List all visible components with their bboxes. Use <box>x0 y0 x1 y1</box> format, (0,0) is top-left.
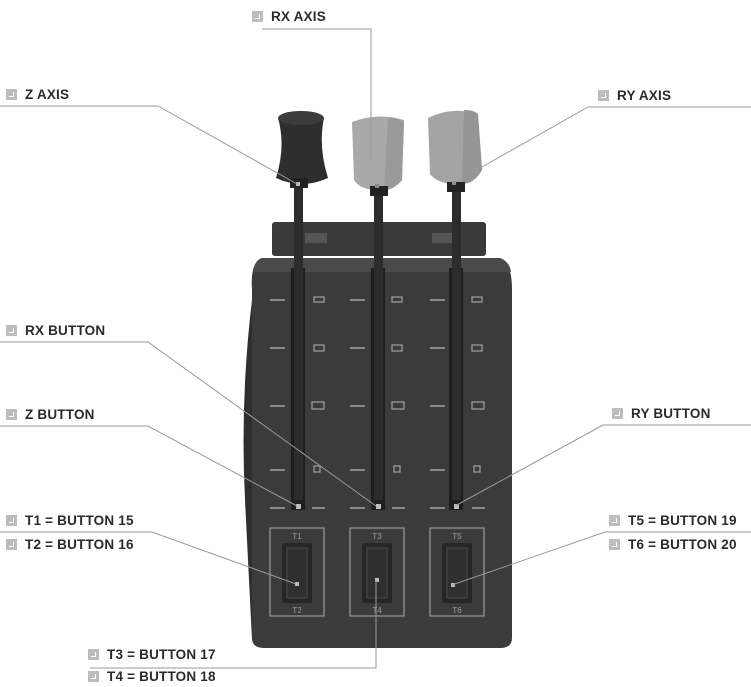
lever-handle-z[interactable] <box>276 113 328 184</box>
label-ry-button-text: RY BUTTON <box>631 406 711 421</box>
label-rx-button: RX BUTTON <box>6 323 105 338</box>
leader-rx-button <box>0 341 377 507</box>
lever-shaft-z <box>294 180 303 500</box>
label-rx-button-text: RX BUTTON <box>25 323 106 338</box>
rear-mount-notch-left <box>305 233 327 243</box>
lever-collar-rx <box>370 186 388 196</box>
arrow-icon <box>6 539 17 550</box>
toggle-rocker-t5-t6 <box>446 547 468 599</box>
leader-z-button <box>0 425 298 507</box>
rx-axis-indicator <box>375 184 379 188</box>
toggle-label-t2: T2 <box>292 606 302 615</box>
quadrant-body-side-shade <box>243 300 252 640</box>
toggle-label-t5: T5 <box>452 532 462 541</box>
leader-ry-axis <box>451 106 751 185</box>
toggle-dot-t1-t2 <box>295 582 299 586</box>
leader-t3-t4 <box>90 580 377 669</box>
label-t5-text: T5 = BUTTON 19 <box>628 513 737 528</box>
toggle-panel-2: T3 T4 <box>349 527 405 617</box>
leader-rx-axis <box>262 28 372 160</box>
ry-button-indicator[interactable] <box>454 504 459 509</box>
arrow-icon <box>88 649 99 660</box>
label-t3-text: T3 = BUTTON 17 <box>107 647 216 662</box>
label-t6: T6 = BUTTON 20 <box>609 537 737 552</box>
arrow-icon <box>6 515 17 526</box>
label-t2-text: T2 = BUTTON 16 <box>25 537 134 552</box>
arrow-icon <box>612 408 623 419</box>
arrow-icon <box>6 325 17 336</box>
lever-handle-z-top <box>278 111 324 125</box>
arrow-icon <box>609 515 620 526</box>
arrow-icon <box>6 409 17 420</box>
arrow-icon <box>88 671 99 682</box>
label-z-button: Z BUTTON <box>6 407 95 422</box>
z-axis-indicator <box>296 182 300 186</box>
arrow-icon <box>6 89 17 100</box>
leader-z-axis <box>0 105 298 185</box>
arrow-icon <box>609 539 620 550</box>
label-ry-button: RY BUTTON <box>612 406 711 421</box>
detent-marks <box>270 299 485 509</box>
toggle-panel-1: T1 T2 <box>269 527 325 617</box>
label-t4-text: T4 = BUTTON 18 <box>107 669 216 684</box>
rx-button-indicator[interactable] <box>376 504 381 509</box>
z-button-indicator[interactable] <box>296 504 301 509</box>
toggle-rocker-t3-t4 <box>366 547 388 599</box>
arrow-icon <box>598 90 609 101</box>
label-t4: T4 = BUTTON 18 <box>88 669 216 684</box>
toggle-panel-3: T5 T6 <box>429 527 485 617</box>
toggle-label-t1: T1 <box>292 532 302 541</box>
leader-ry-button <box>454 424 751 507</box>
label-rx-axis: RX AXIS <box>252 9 326 24</box>
lever-handle-rx-shade <box>384 118 404 190</box>
leader-lines <box>0 28 751 669</box>
toggle-label-t6: T6 <box>452 606 462 615</box>
label-z-axis: Z AXIS <box>6 87 69 102</box>
label-t1: T1 = BUTTON 15 <box>6 513 134 528</box>
toggle-label-t4: T4 <box>372 606 382 615</box>
toggle-dot-t3-t4 <box>375 578 379 582</box>
lever-shaft-ry <box>452 176 461 500</box>
leader-t5-t6 <box>451 531 751 586</box>
label-ry-axis: RY AXIS <box>598 88 671 103</box>
label-rx-axis-text: RX AXIS <box>271 9 326 24</box>
label-z-axis-text: Z AXIS <box>25 87 70 102</box>
label-t6-text: T6 = BUTTON 20 <box>628 537 737 552</box>
label-z-button-text: Z BUTTON <box>25 407 95 422</box>
label-t3: T3 = BUTTON 17 <box>88 647 216 662</box>
toggle-label-t3: T3 <box>372 532 382 541</box>
label-t5: T5 = BUTTON 19 <box>609 513 737 528</box>
arrow-icon <box>252 11 263 22</box>
lever-handle-ry-shade <box>462 110 482 184</box>
label-ry-axis-text: RY AXIS <box>617 88 672 103</box>
label-t2: T2 = BUTTON 16 <box>6 537 134 552</box>
toggle-rocker-t1-t2 <box>286 547 308 599</box>
detent-glyphs <box>311 296 485 473</box>
leader-t1-t2 <box>0 531 297 585</box>
lever-collar-ry <box>447 182 465 192</box>
label-t1-text: T1 = BUTTON 15 <box>25 513 134 528</box>
rear-mount-notch-right <box>432 233 454 243</box>
lever-shaft-rx <box>374 180 383 500</box>
